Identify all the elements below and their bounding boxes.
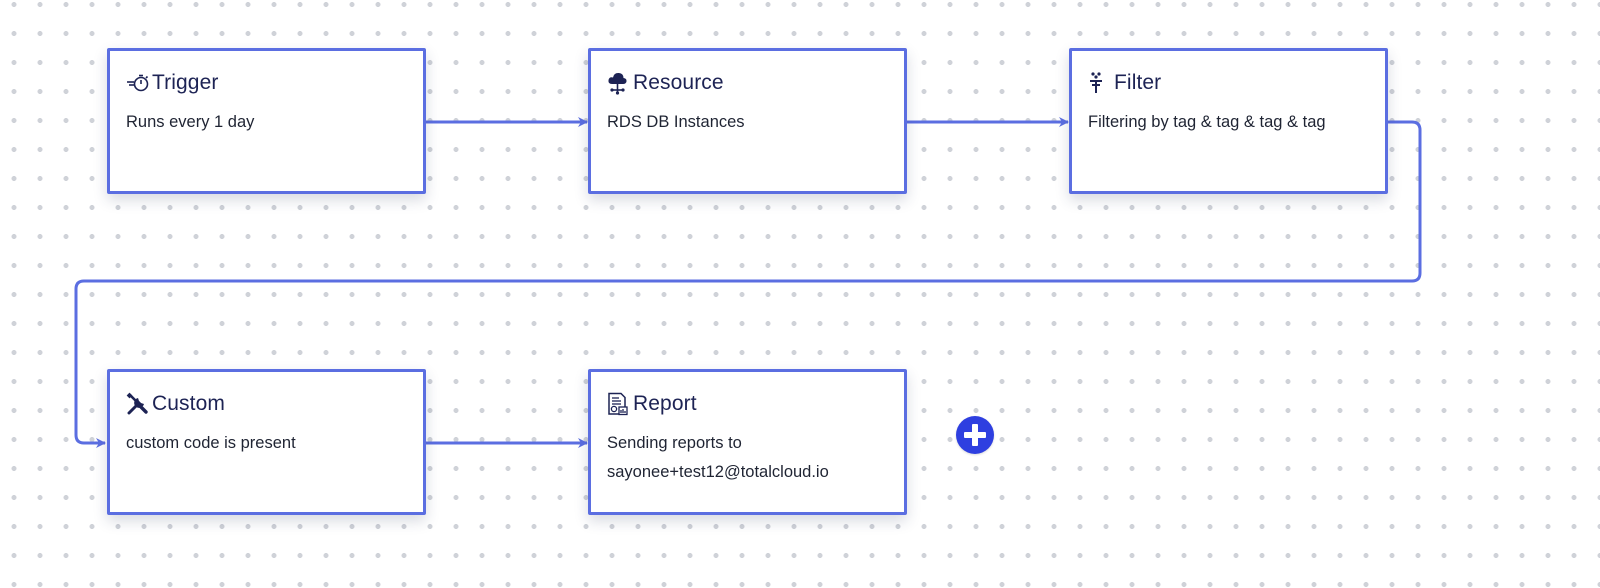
report-icon — [607, 391, 633, 417]
trigger-node[interactable]: Trigger Runs every 1 day — [107, 48, 426, 194]
tools-icon — [126, 391, 152, 417]
filter-icon — [1088, 70, 1114, 96]
node-title: Filter — [1114, 71, 1162, 94]
node-title: Trigger — [152, 71, 219, 94]
node-title: Custom — [152, 392, 225, 415]
add-step-button[interactable] — [956, 416, 994, 454]
custom-node[interactable]: Custom custom code is present — [107, 369, 426, 515]
node-title: Report — [633, 392, 697, 415]
cloud-network-icon — [607, 70, 633, 96]
report-node[interactable]: Report Sending reports to sayonee+test12… — [588, 369, 907, 515]
filter-node[interactable]: Filter Filtering by tag & tag & tag & ta… — [1069, 48, 1388, 194]
resource-node[interactable]: Resource RDS DB Instances — [588, 48, 907, 194]
node-description: RDS DB Instances — [607, 113, 745, 131]
node-description: Runs every 1 day — [126, 113, 255, 131]
stopwatch-icon — [126, 70, 152, 96]
node-title: Resource — [633, 71, 724, 94]
node-description: Sending reports to sayonee+test12@totalc… — [607, 434, 829, 481]
node-description: custom code is present — [126, 434, 296, 452]
node-description: Filtering by tag & tag & tag & tag — [1088, 113, 1326, 131]
